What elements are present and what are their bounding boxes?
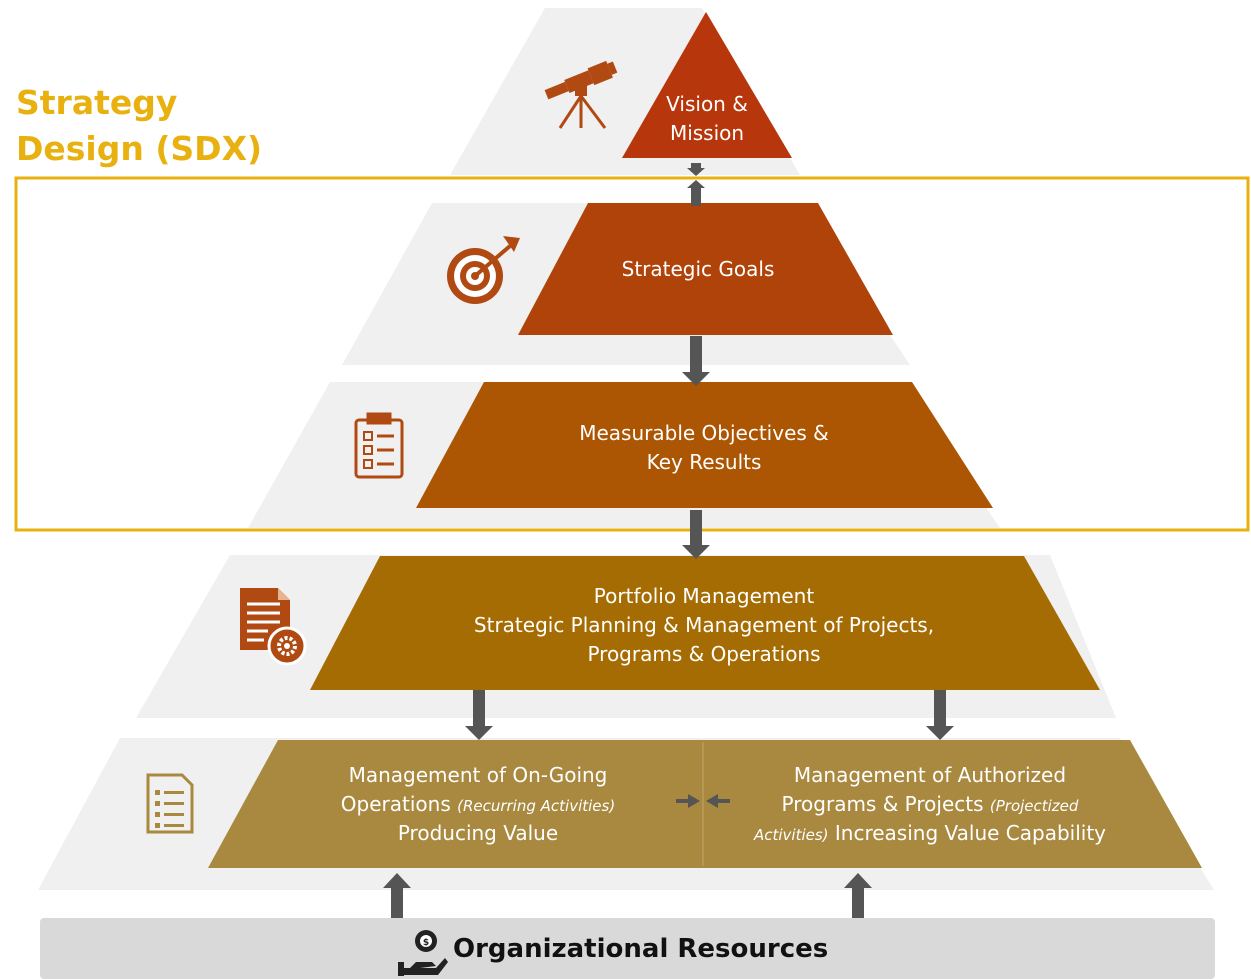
arrow-portfolio-ops-left (465, 690, 493, 740)
list-document-icon (146, 773, 194, 834)
telescope-icon (544, 60, 618, 129)
sdx-title-line2: Design (SDX) (16, 129, 262, 168)
clipboard-checklist-icon (354, 412, 404, 479)
ops-left-line1: Management of On-Going (349, 763, 608, 787)
arrow-resources-ops-right (844, 873, 872, 920)
document-gear-icon (240, 588, 307, 666)
objectives-label-line2: Key Results (647, 450, 762, 474)
arrow-resources-ops-left (383, 873, 411, 920)
footer-label: Organizational Resources (453, 934, 828, 964)
target-icon (447, 236, 520, 304)
tier-strategic-goals (518, 203, 893, 335)
arrow-vision-goals (687, 163, 705, 206)
tier-portfolio (310, 556, 1100, 690)
hand-money-gear-icon: $ (398, 930, 448, 976)
tier-objectives (416, 382, 993, 508)
vision-label-line1: Vision & (666, 92, 748, 116)
ops-left-line3: Producing Value (398, 821, 558, 845)
vision-label-line2: Mission (670, 121, 744, 145)
sdx-frame (14, 176, 1250, 532)
tier-operations (208, 740, 1202, 868)
footer-bar (40, 918, 1215, 979)
arrow-ops-exchange (676, 794, 730, 808)
objectives-label-line1: Measurable Objectives & (579, 421, 829, 445)
arrow-objectives-portfolio (682, 510, 710, 559)
ops-right-line3: Activities) Increasing Value Capability (753, 821, 1106, 845)
portfolio-label-line2: Strategic Planning & Management of Proje… (474, 613, 934, 637)
portfolio-label-line1: Portfolio Management (594, 584, 815, 608)
ops-left-line2: Operations (Recurring Activities) (341, 792, 615, 816)
connector-arrows (383, 163, 954, 920)
sdx-title-line1: Strategy (16, 83, 177, 122)
ops-right-line2: Programs & Projects (Projectized (782, 792, 1079, 816)
tier-vision-mission (622, 12, 792, 158)
arrow-goals-objectives (682, 336, 710, 386)
arrow-portfolio-ops-right (926, 690, 954, 740)
ops-right-line1: Management of Authorized (794, 763, 1066, 787)
goals-label: Strategic Goals (622, 257, 775, 281)
portfolio-label-line3: Programs & Operations (587, 642, 820, 666)
svg-text:$: $ (423, 938, 429, 948)
